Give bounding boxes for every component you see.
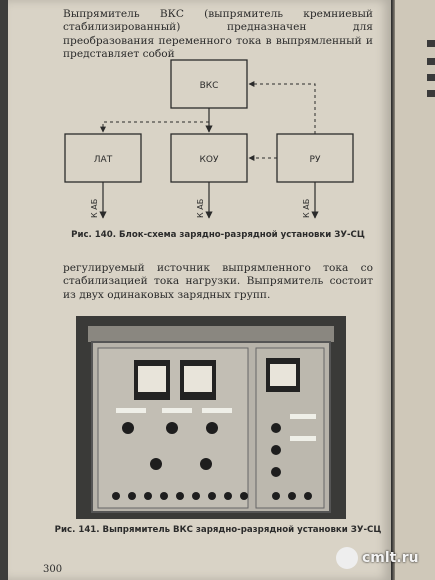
label-ru: РУ [310,155,321,165]
facing-page-text-fragment [427,74,435,81]
label-vks: ВКС [200,81,219,91]
link-vks-lat [100,121,209,133]
block-diagram: ВКС ЛАТ КОУ РУ К АБ К АБ К АБ [64,59,354,219]
book-spine [388,0,395,580]
watermark-logo-icon [336,547,358,569]
figure-caption-140: Рис. 140. Блок-схема зарядно-разрядной у… [71,230,365,240]
facing-page-text-fragment [427,90,435,97]
paragraph-top: Выпрямитель ВКС (выпрямитель кремниевый … [63,8,373,61]
output-label-kou: К АБ [196,199,205,218]
output-label-ru: К АБ [302,199,311,218]
page-number: 300 [43,564,63,575]
facing-page-text-fragment [427,40,435,47]
book-page: Выпрямитель ВКС (выпрямитель кремниевый … [8,0,391,580]
output-label-lat: К АБ [90,199,99,218]
facing-page-edge [393,0,435,580]
figure-caption-141: Рис. 141. Выпрямитель ВКС зарядно-разряд… [54,525,382,535]
facing-page-text-fragment [427,58,435,65]
watermark: cmlt.ru [336,543,432,573]
paragraph-bottom: регулируемый источник выпрямленного тока… [63,262,373,301]
label-lat: ЛАТ [94,155,113,165]
watermark-text: cmlt.ru [362,550,419,566]
rectifier-photo [76,316,346,519]
label-kou: КОУ [200,155,219,165]
link-ru-vks [248,81,316,134]
